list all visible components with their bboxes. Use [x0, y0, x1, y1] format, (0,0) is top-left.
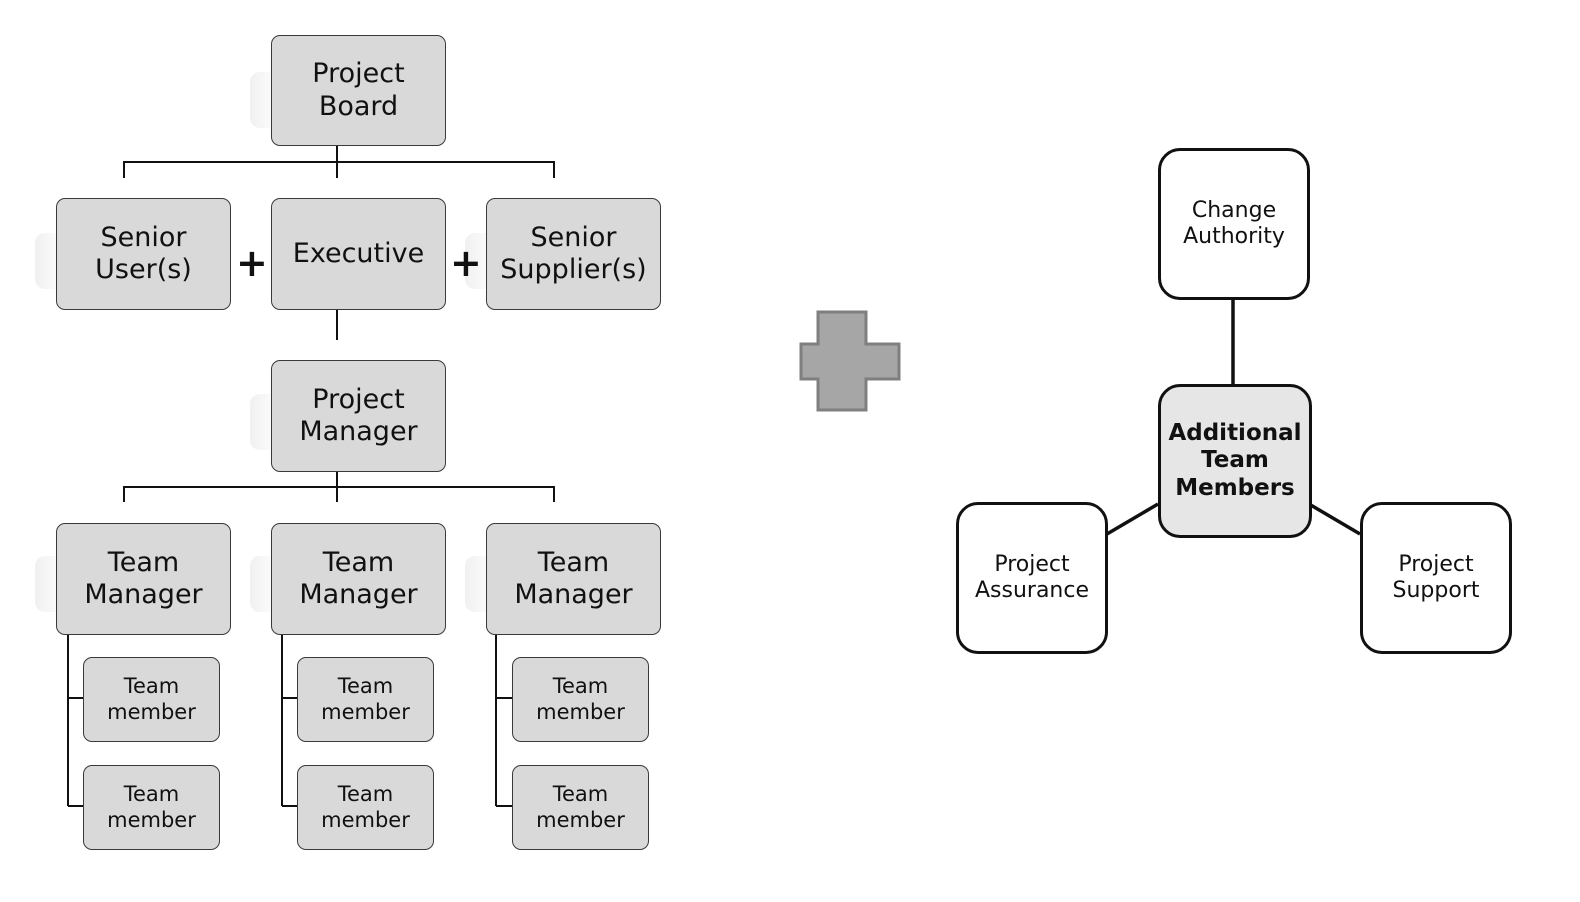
project-board-box: Project Board	[271, 35, 446, 146]
project-assurance-box: Project Assurance	[956, 502, 1108, 654]
roles-connectors	[1106, 300, 1361, 536]
additional-team-members-box: Additional Team Members	[1158, 384, 1312, 538]
senior-users-box: Senior User(s)	[56, 198, 231, 310]
team-manager-box: Team Manager	[56, 523, 231, 635]
plus-sign-shape	[799, 310, 901, 412]
team-member-box: Team member	[83, 765, 220, 850]
team-member-box: Team member	[512, 765, 649, 850]
team-manager-box: Team Manager	[271, 523, 446, 635]
plus-sign: +	[236, 241, 268, 285]
team-member-box: Team member	[512, 657, 649, 742]
change-authority-box: Change Authority	[1158, 148, 1310, 300]
team-member-box: Team member	[83, 657, 220, 742]
executive-box: Executive	[271, 198, 446, 310]
senior-suppliers-box: Senior Supplier(s)	[486, 198, 661, 310]
project-manager-box: Project Manager	[271, 360, 446, 472]
plus-sign: +	[450, 241, 482, 285]
team-manager-box: Team Manager	[486, 523, 661, 635]
project-support-box: Project Support	[1360, 502, 1512, 654]
team-member-box: Team member	[297, 765, 434, 850]
team-member-box: Team member	[297, 657, 434, 742]
